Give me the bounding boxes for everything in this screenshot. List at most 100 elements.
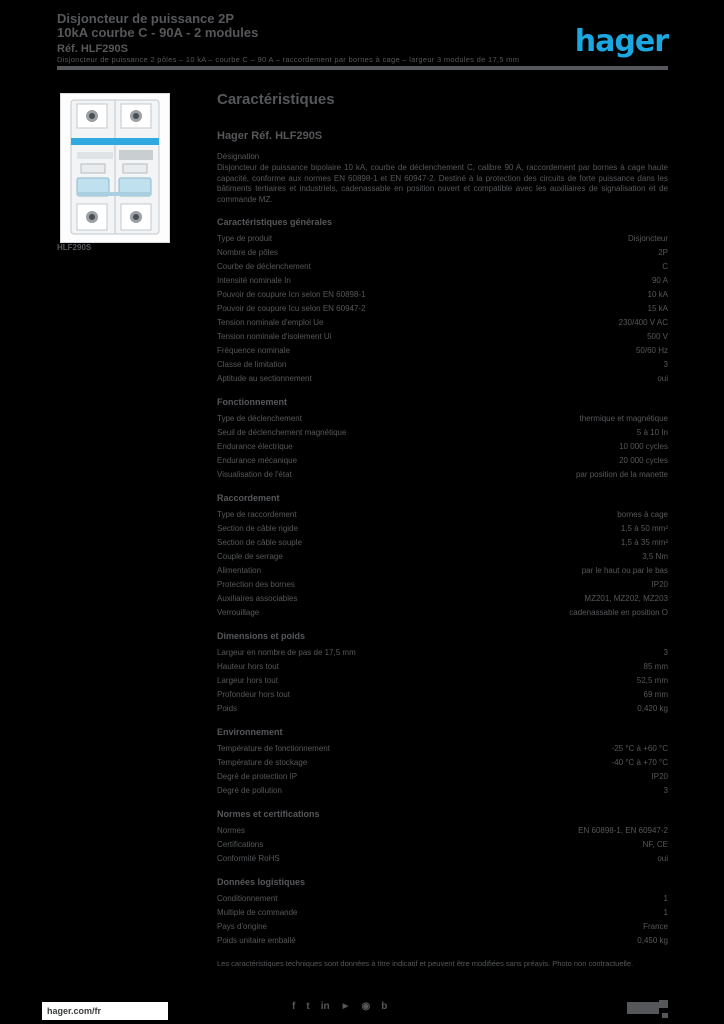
- spec-label: Alimentation: [217, 565, 262, 575]
- spec-value: 1,5 à 50 mm²: [620, 523, 668, 533]
- spec-value: bornes à cage: [617, 509, 668, 519]
- spec-value: 10 kA: [647, 289, 668, 299]
- spec-row: Degré de pollution 3: [217, 783, 668, 797]
- spec-label: Section de câble souple: [217, 537, 302, 547]
- spec-label: Profondeur hors tout: [217, 689, 290, 699]
- spec-label: Tension nominale d'emploi Ue: [217, 317, 324, 327]
- instagram-icon: ◉: [361, 1001, 371, 1012]
- spec-value: 3: [663, 785, 668, 795]
- spec-value: -40 °C à +70 °C: [611, 757, 668, 767]
- spec-value: 5 à 10 In: [636, 427, 668, 437]
- twitter-icon: t: [306, 1001, 310, 1012]
- spec-row: Seuil de déclenchement magnétique 5 à 10 …: [217, 425, 668, 439]
- product-reference: HLF290S: [57, 243, 92, 252]
- spec-label: Verrouillage: [217, 607, 260, 617]
- spec-label: Intensité nominale In: [217, 275, 291, 285]
- facebook-icon: f: [292, 1001, 296, 1012]
- spec-value: 500 V: [647, 331, 668, 341]
- spec-row: Température de fonctionnement -25 °C à +6…: [217, 741, 668, 755]
- header-divider: [57, 66, 668, 70]
- spec-value: C: [662, 261, 668, 271]
- spec-label: Seuil de déclenchement magnétique: [217, 427, 347, 437]
- spec-row: Largeur en nombre de pas de 17,5 mm 3: [217, 645, 668, 659]
- spec-label: Conformité RoHS: [217, 853, 280, 863]
- characteristics-panel: Caractéristiques Hager Réf. HLF290S Dési…: [217, 91, 668, 968]
- section-title: Données logistiques: [217, 877, 306, 887]
- spec-value: 0,420 kg: [637, 703, 668, 713]
- spec-value: -25 °C à +60 °C: [611, 743, 668, 753]
- document-title: Disjoncteur de puissance 2P 10kA courbe …: [57, 12, 377, 40]
- section-title: Normes et certifications: [217, 809, 320, 819]
- footer-brand-bar: [627, 1002, 659, 1014]
- spec-value: 85 mm: [643, 661, 668, 671]
- spec-value: par le haut ou par le bas: [581, 565, 668, 575]
- spec-value: 15 kA: [647, 303, 668, 313]
- spec-value: 1: [663, 907, 668, 917]
- header-reference: Réf. HLF290S: [57, 43, 128, 55]
- spec-label: Multiple de commande: [217, 907, 298, 917]
- spec-label: Degré de protection IP: [217, 771, 298, 781]
- spec-label: Degré de pollution: [217, 785, 282, 795]
- spec-row: Multiple de commande 1: [217, 905, 668, 919]
- title-line2: 10kA courbe C - 90A - 2 modules: [57, 25, 259, 40]
- spec-row: Température de stockage-40 °C à +70 °C: [217, 755, 668, 769]
- spec-label: Conditionnement: [217, 893, 278, 903]
- spec-value: 3: [663, 359, 668, 369]
- spec-label: Couple de serrage: [217, 551, 283, 561]
- spec-label: Visualisation de l'état: [217, 469, 292, 479]
- product-description: Disjoncteur de puissance bipolaire 10 kA…: [217, 163, 668, 204]
- circuit-breaker-illustration: [70, 99, 160, 235]
- spec-value: 52,5 mm: [636, 675, 668, 685]
- youtube-icon: ►: [340, 1001, 351, 1012]
- spec-row: Conditionnement 1: [217, 891, 668, 905]
- spec-value: oui: [657, 373, 668, 383]
- spec-label: Température de fonctionnement: [217, 743, 330, 753]
- spec-row: Pouvoir de coupure Icn selon EN 60898-1 1…: [217, 287, 668, 301]
- blog-icon: b: [381, 1001, 388, 1012]
- spec-label: Protection des bornes: [217, 579, 295, 589]
- section-title: Fonctionnement: [217, 397, 287, 407]
- spec-value: 0,450 kg: [637, 935, 668, 945]
- spec-label: Courbe de déclenchement: [217, 261, 311, 271]
- brand-reference: Hager Réf. HLF290S: [217, 130, 323, 142]
- spec-value: cadenassable en position O: [569, 607, 668, 617]
- spec-value: 230/400 V AC: [618, 317, 668, 327]
- footer-brand-square: [659, 1000, 668, 1008]
- spec-value: 3: [663, 647, 668, 657]
- spec-label: Pouvoir de coupure Icn selon EN 60898-1: [217, 289, 366, 299]
- spec-value: 90 A: [651, 275, 668, 285]
- footer-website: hager.com/fr: [42, 1002, 168, 1020]
- spec-value: 1: [663, 893, 668, 903]
- spec-value: 2P: [658, 247, 668, 257]
- spec-label: Largeur hors tout: [217, 675, 278, 685]
- spec-label: Largeur en nombre de pas de 17,5 mm: [217, 647, 356, 657]
- spec-label: Section de câble rigide: [217, 523, 298, 533]
- spec-value: 3,5 Nm: [642, 551, 668, 561]
- spec-label: Classe de limitation: [217, 359, 287, 369]
- spec-value: 1,5 à 35 mm²: [620, 537, 668, 547]
- spec-label: Normes: [217, 825, 246, 835]
- spec-row: Classe de limitation 3: [217, 357, 668, 371]
- spec-row: Courbe de déclenchement C: [217, 259, 668, 273]
